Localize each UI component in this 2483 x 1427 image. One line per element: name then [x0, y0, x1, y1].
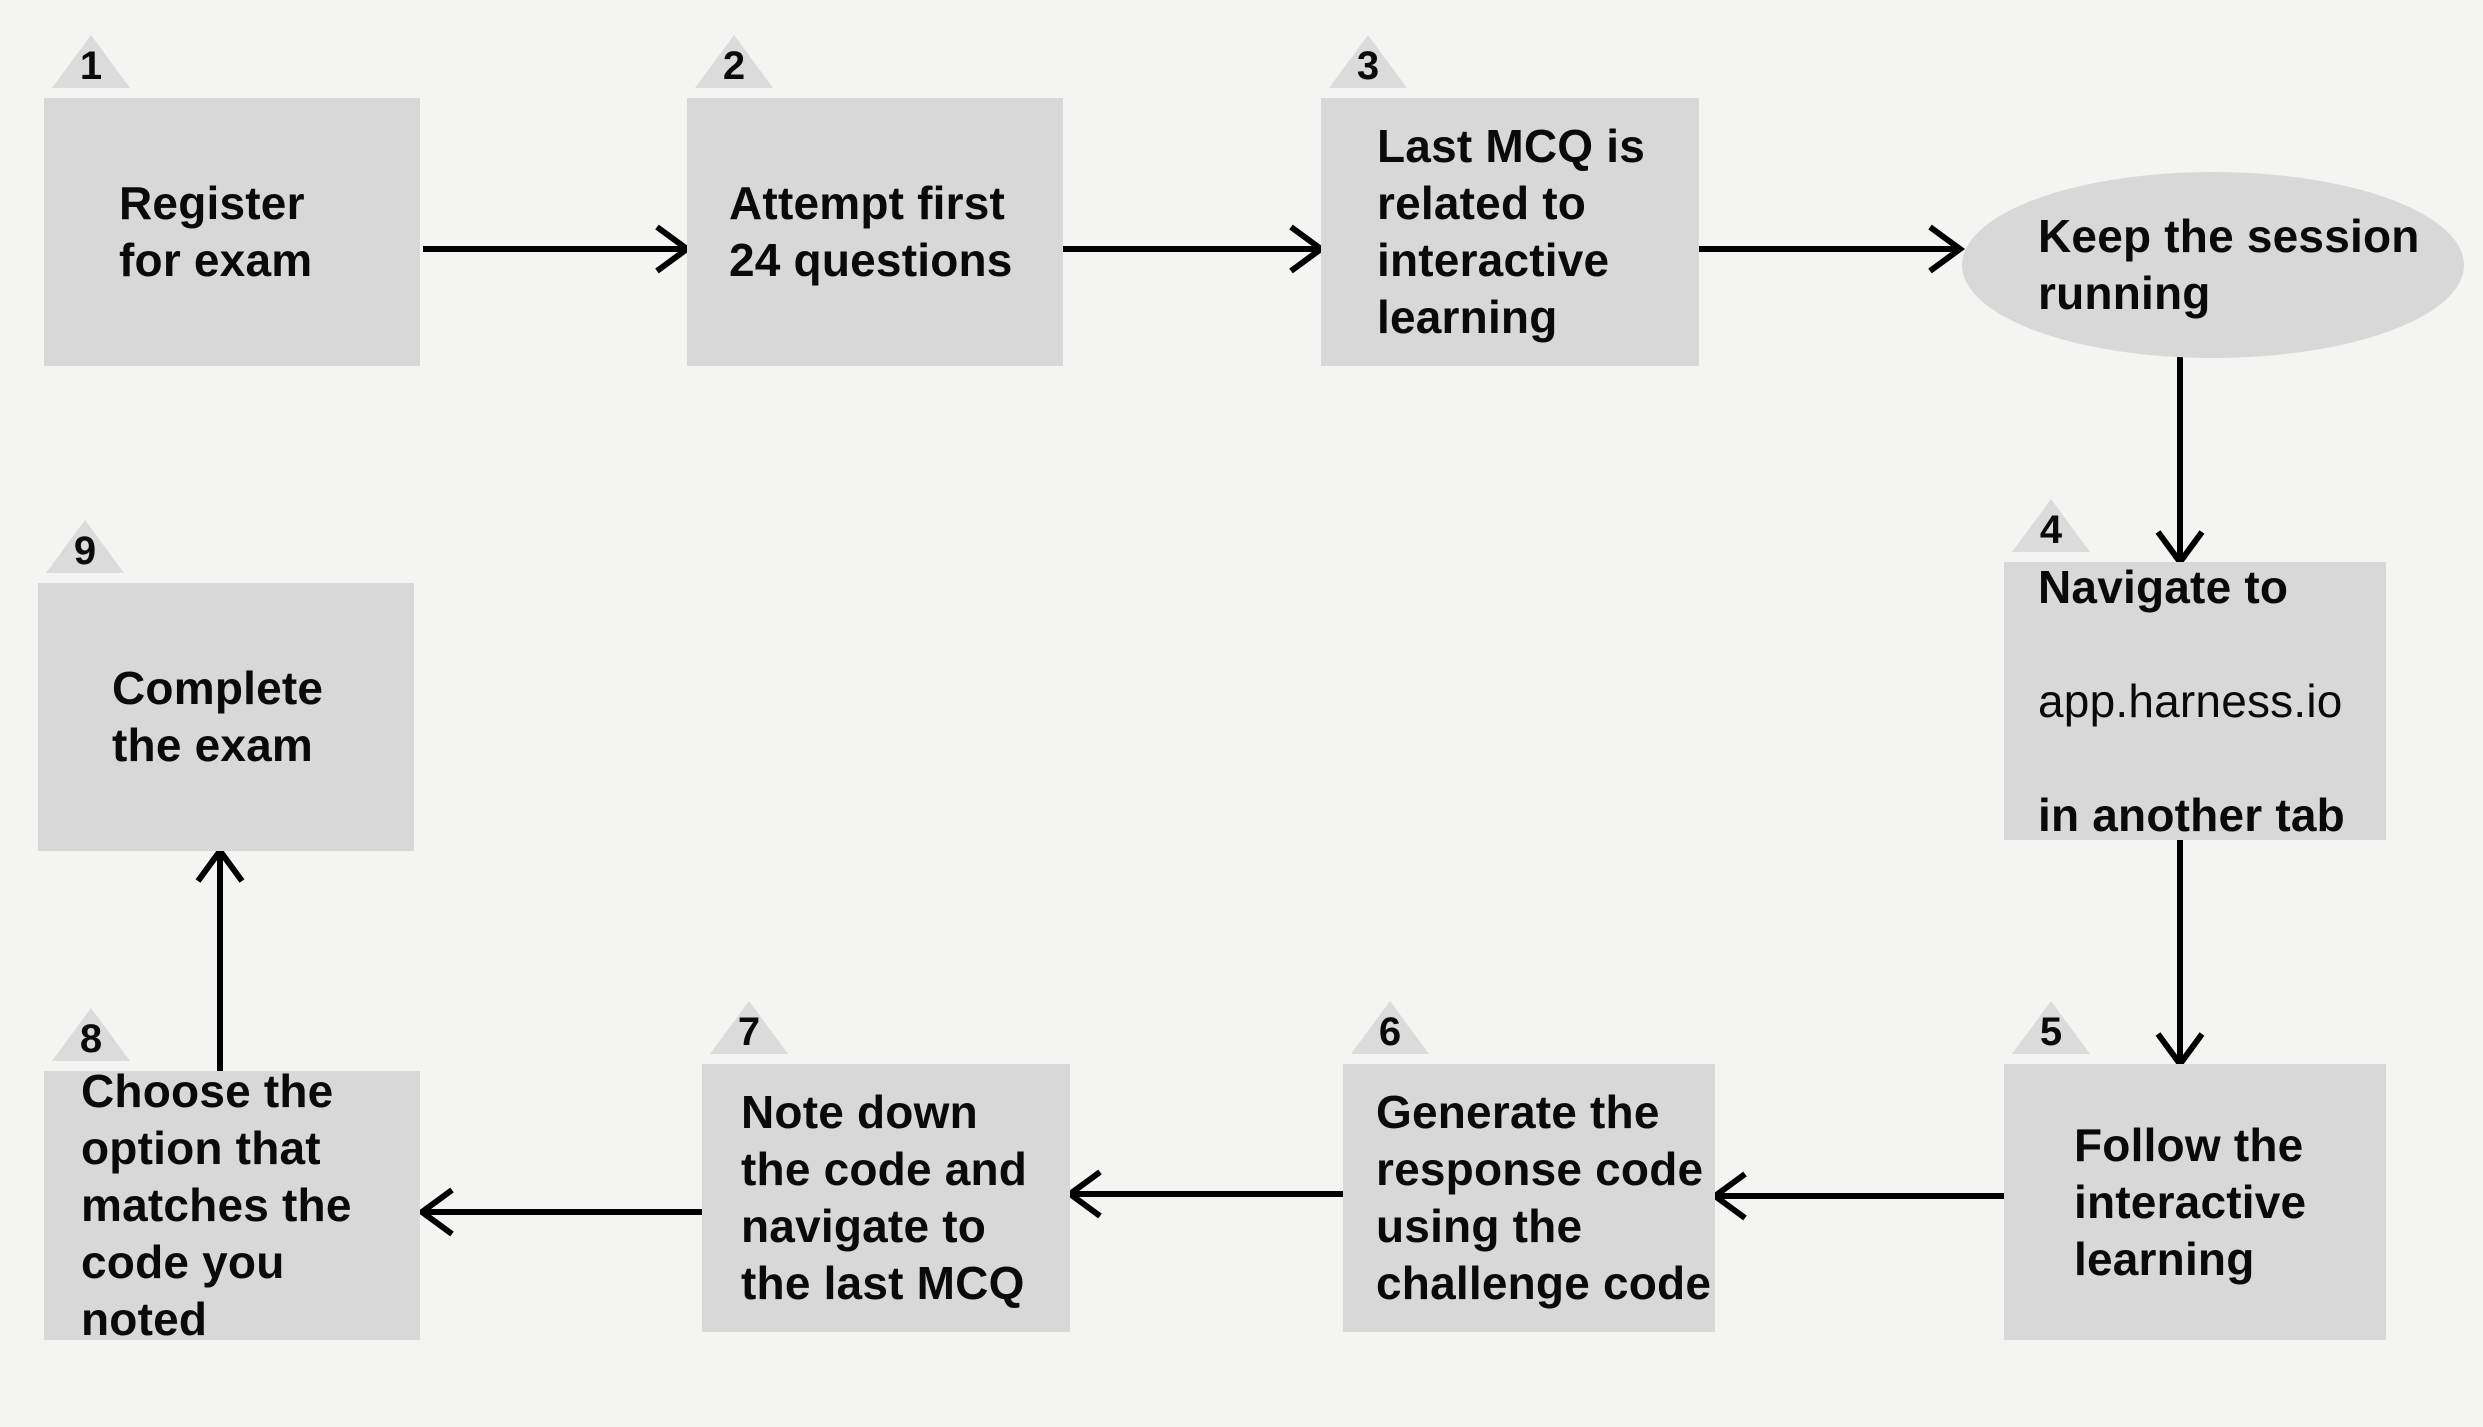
step-8-node: 8 Choose the option that matches the cod…	[44, 1008, 420, 1345]
step-2-label: Attempt first 24 questions	[729, 177, 1013, 286]
arrow-step8-to-step9	[195, 845, 245, 1071]
step-1-node: 1 Register for exam	[44, 35, 420, 366]
step-1-number-badge: 1	[52, 35, 130, 88]
step-3-number-badge: 3	[1329, 35, 1407, 88]
step-6-number-badge: 6	[1351, 1001, 1429, 1054]
step-8-label: Choose the option that matches the code …	[81, 1065, 352, 1345]
step-6-number: 6	[1378, 1010, 1402, 1054]
step-7-number-badge: 7	[710, 1001, 788, 1054]
arrow-step6-to-step7	[1064, 1169, 1343, 1219]
arrow-step2-to-step3	[1063, 224, 1327, 274]
step-2-number: 2	[722, 44, 746, 88]
step-4-line-2: app.harness.io	[2038, 674, 2343, 727]
step-7-number: 7	[737, 1010, 761, 1054]
step-4-number: 4	[2039, 508, 2063, 552]
keep-session-running-label: Keep the session running	[2038, 210, 2420, 319]
step-2-node: 2 Attempt first 24 questions	[687, 35, 1063, 366]
step-6-node: 6 Generate the response code using the c…	[1343, 1001, 1715, 1332]
step-5-number-badge: 5	[2012, 1001, 2090, 1054]
arrow-step5-to-step6	[1709, 1171, 2004, 1221]
step-9-node: 9 Complete the exam	[38, 520, 414, 851]
step-3-number: 3	[1356, 44, 1380, 88]
step-9-number-badge: 9	[46, 520, 124, 573]
step-5-number: 5	[2039, 1010, 2063, 1054]
step-4-line-1: Navigate to	[2038, 560, 2289, 613]
step-9-number: 9	[73, 529, 97, 573]
step-3-label: Last MCQ is related to interactive learn…	[1377, 120, 1646, 343]
step-8-number-badge: 8	[52, 1008, 130, 1061]
step-1-label: Register for exam	[119, 177, 313, 286]
arrow-step7-to-step8	[416, 1187, 702, 1237]
step-4-node: 4 Navigate to app.harness.io in another …	[2004, 499, 2386, 841]
step-1-number: 1	[79, 44, 103, 88]
step-8-number: 8	[79, 1017, 103, 1061]
step-9-label: Complete the exam	[112, 662, 324, 771]
arrow-step1-to-step2	[423, 224, 693, 274]
step-4-line-3: in another tab	[2038, 788, 2345, 841]
step-2-number-badge: 2	[695, 35, 773, 88]
step-5-label: Follow the interactive learning	[2074, 1118, 2307, 1285]
step-4-label: Navigate to app.harness.io in another ta…	[2004, 502, 2386, 901]
step-7-node: 7 Note down the code and navigate to the…	[702, 1001, 1070, 1332]
step-3-node: 3 Last MCQ is related to interactive lea…	[1321, 35, 1699, 366]
arrow-step3-to-ellipse	[1699, 224, 1966, 274]
step-5-node: 5 Follow the interactive learning	[2004, 1001, 2386, 1340]
keep-session-running-node: Keep the session running	[1962, 172, 2464, 358]
step-6-label: Generate the response code using the cha…	[1376, 1086, 1712, 1309]
step-7-label: Note down the code and navigate to the l…	[741, 1086, 1028, 1309]
